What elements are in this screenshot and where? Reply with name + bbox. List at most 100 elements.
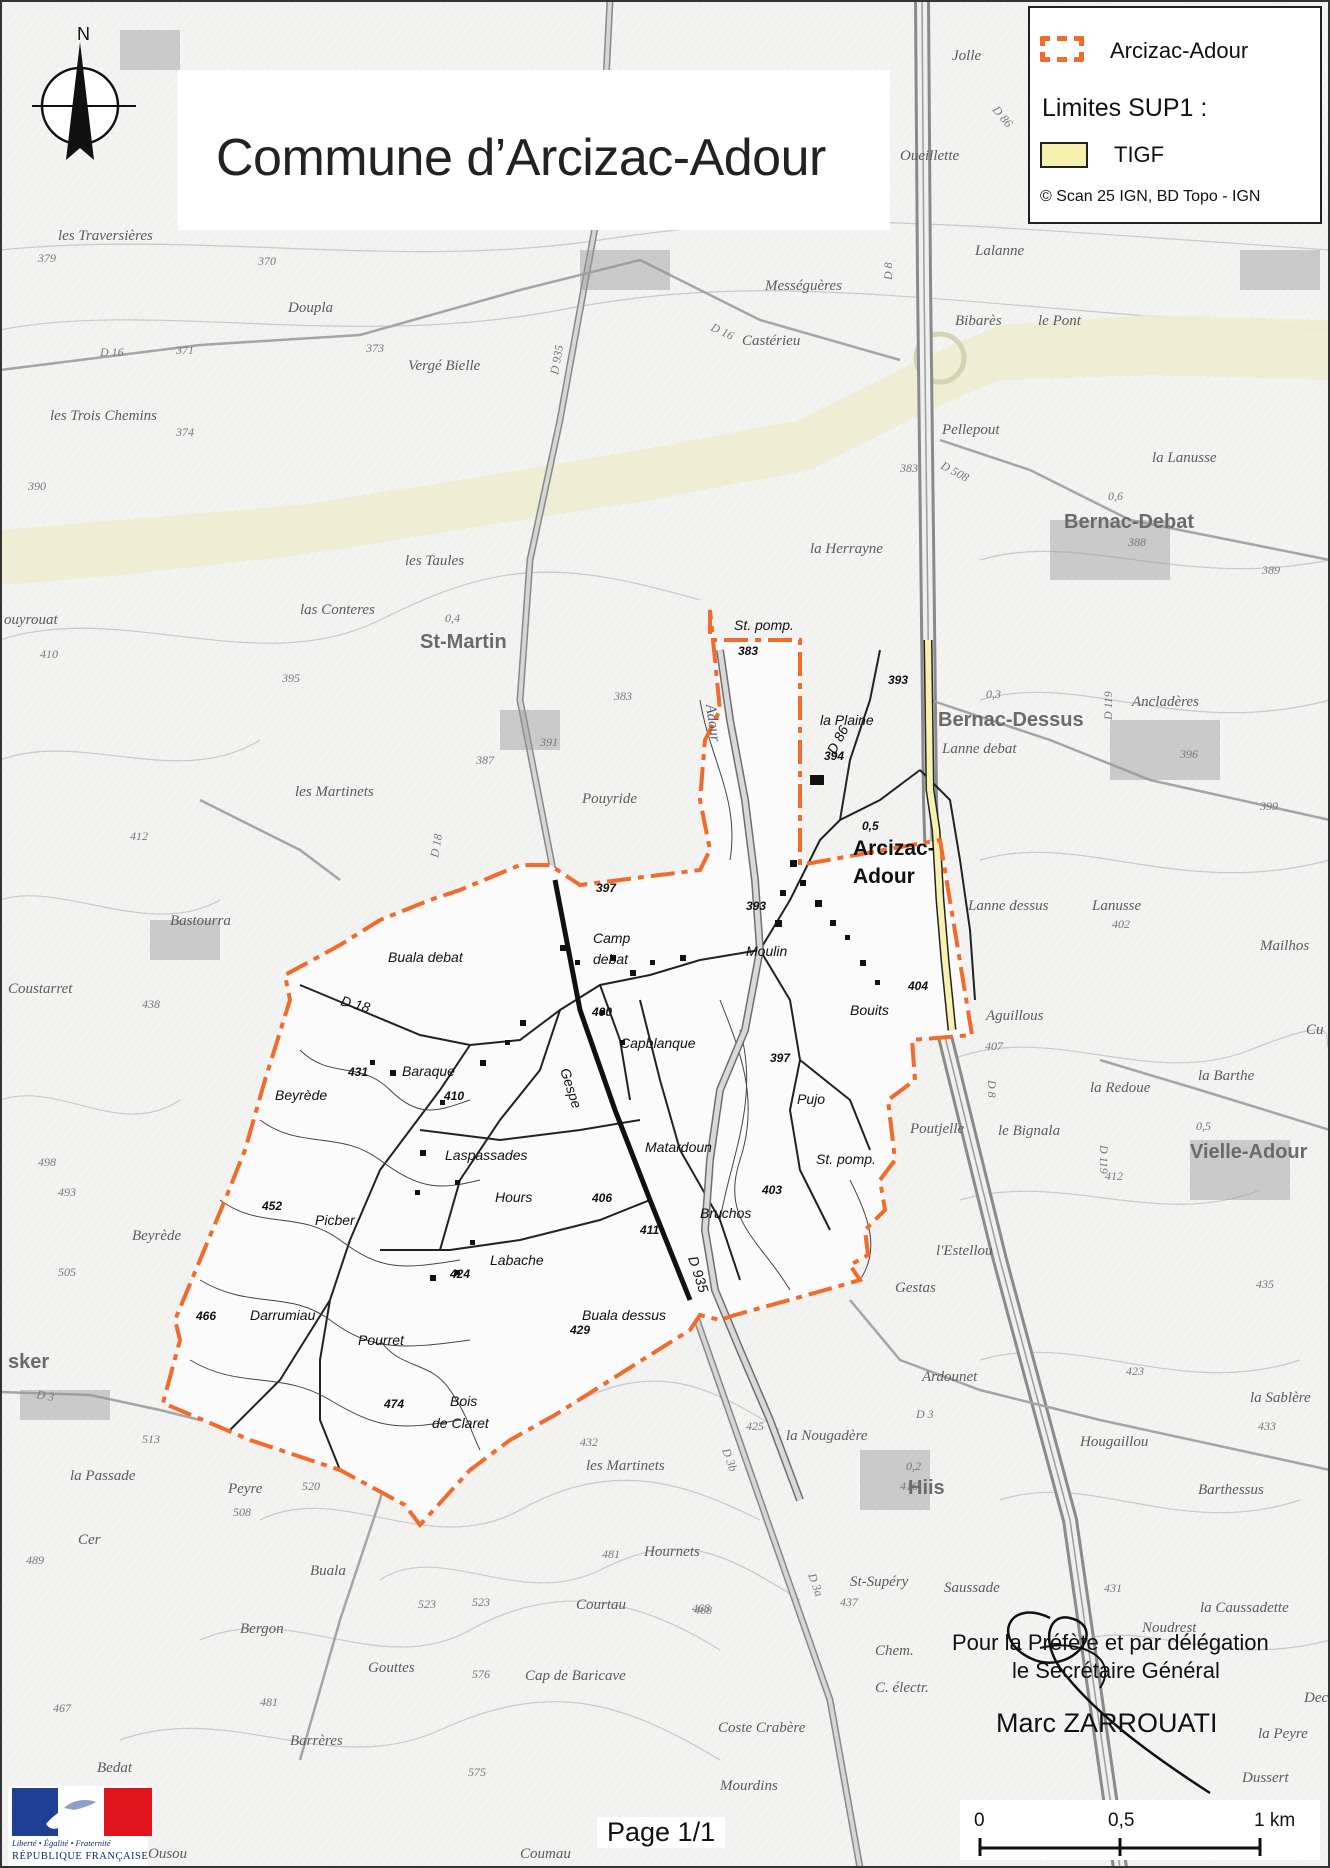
- adour-river: [700, 649, 804, 1502]
- svg-text:399: 399: [1259, 799, 1278, 813]
- marianne-republic: RÉPUBLIQUE FRANÇAISE: [12, 1851, 149, 1862]
- town-label: Bernac-Dessus: [938, 709, 1084, 731]
- town-label: Vielle-Adour: [1190, 1141, 1308, 1163]
- place-label: Coustarret: [8, 981, 73, 997]
- commune-place-label: Buala debat: [388, 949, 464, 965]
- place-label: St-Supéry: [850, 1574, 909, 1590]
- place-label: Mességuères: [764, 278, 842, 294]
- place-label: Saussade: [944, 1580, 1000, 1596]
- place-label: Lanne debat: [941, 741, 1017, 757]
- scale-mid: 0,5: [1108, 1810, 1135, 1831]
- place-label: Noudrest: [1141, 1620, 1197, 1636]
- svg-text:481: 481: [602, 1547, 620, 1561]
- place-label: Dussert: [1241, 1770, 1290, 1786]
- place-label: sker: [8, 1351, 49, 1373]
- place-label: Oueillette: [900, 148, 959, 164]
- town-meta: 0,3: [986, 687, 1001, 701]
- place-label: Pellepout: [941, 422, 1000, 438]
- commune-place-label: St. pomp.: [734, 617, 794, 633]
- legend-commune-label: Arcizac-Adour: [1110, 38, 1249, 63]
- marianne-motto: Liberté • Égalité • Fraternité: [12, 1838, 111, 1848]
- place-label: la Peyre: [1258, 1726, 1308, 1742]
- commune-altitude-labels: 383 393 394 397 393 400 431 410 397 404 …: [195, 644, 928, 1411]
- svg-text:576: 576: [472, 1667, 490, 1681]
- place-label: la Lanusse: [1152, 450, 1217, 466]
- signatory-name: Marc ZARROUATI: [996, 1708, 1218, 1738]
- commune-town-label: Arcizac- Adour 0,5: [853, 819, 935, 888]
- svg-text:397: 397: [596, 881, 617, 895]
- svg-text:435: 435: [1256, 1277, 1274, 1291]
- svg-text:423: 423: [1126, 1364, 1144, 1378]
- road-label: D 119: [1101, 691, 1115, 721]
- svg-text:391: 391: [539, 735, 558, 749]
- svg-text:394: 394: [824, 749, 844, 763]
- svg-text:433: 433: [1258, 1419, 1276, 1433]
- road-label: D 18: [339, 992, 372, 1015]
- secondary-roads: [0, 258, 1330, 1761]
- place-label: l'Estellou: [936, 1243, 993, 1259]
- svg-text:452: 452: [261, 1199, 282, 1213]
- commune-town-meta: 0,5: [862, 819, 879, 833]
- place-label: Lalanne: [974, 243, 1025, 259]
- road-label: D 935: [547, 344, 566, 377]
- commune-place-label: la Plaine: [820, 712, 874, 728]
- place-label: Chem.: [875, 1643, 914, 1659]
- north-arrow-icon: N: [32, 24, 136, 160]
- place-label: Castérieu: [742, 333, 800, 349]
- commune-place-label: Darrumiau: [250, 1307, 316, 1323]
- commune-place-label: Bois: [450, 1393, 477, 1409]
- commune-place-label: Pujo: [797, 1091, 825, 1107]
- town-meta: 0,4: [445, 611, 460, 625]
- svg-text:523: 523: [472, 1595, 490, 1609]
- road-label: D 18: [427, 833, 445, 860]
- svg-text:412: 412: [130, 829, 148, 843]
- place-label: Lanne dessus: [967, 898, 1049, 914]
- svg-text:410: 410: [40, 647, 58, 661]
- town-labels: St-Martin Bernac-Debat Bernac-Dessus Vie…: [420, 489, 1308, 1499]
- place-label: Doupla: [287, 300, 333, 316]
- town-meta: 0,2: [906, 1459, 921, 1473]
- commune-place-label: Bruchos: [700, 1205, 751, 1221]
- town-meta: 0,5: [1196, 1119, 1211, 1133]
- scale-bar: 0 0,5 1 km: [960, 1800, 1320, 1860]
- svg-text:402: 402: [1112, 917, 1130, 931]
- place-label: Gestas: [895, 1280, 936, 1296]
- town-meta: 0,6: [1108, 489, 1123, 503]
- place-label: les Martinets: [586, 1458, 665, 1474]
- svg-text:393: 393: [746, 899, 766, 913]
- place-label: Mourdins: [719, 1778, 778, 1794]
- marianne-logo: Liberté • Égalité • Fraternité RÉPUBLIQU…: [8, 1786, 152, 1866]
- place-label: Ardounet: [921, 1369, 978, 1385]
- svg-text:370: 370: [257, 254, 276, 268]
- handwritten-signature: [1007, 1611, 1211, 1795]
- commune-place-label: Bouits: [850, 1002, 889, 1018]
- place-label: Hournets: [643, 1544, 700, 1560]
- place-label: les Traversières: [58, 228, 153, 244]
- svg-text:505: 505: [58, 1265, 76, 1279]
- commune-place-label: Pourret: [358, 1332, 405, 1348]
- river-label: Adour: [702, 702, 723, 743]
- svg-text:388: 388: [1127, 535, 1146, 549]
- commune-town-line: Arcizac-: [853, 837, 935, 860]
- svg-text:466: 466: [195, 1309, 216, 1323]
- road-label: D 119: [1097, 1144, 1111, 1174]
- place-label: Cu: [1306, 1022, 1324, 1038]
- commune-place-label: Camp: [593, 930, 631, 946]
- outside-place-labels: les Traversières Doupla Vergé Bielle les…: [4, 48, 1328, 1862]
- svg-text:407: 407: [985, 1039, 1004, 1053]
- place-label: la Herrayne: [810, 541, 883, 557]
- commune-place-label: Moulin: [746, 943, 787, 959]
- scale-zero: 0: [974, 1810, 985, 1831]
- title-panel: Commune d’Arcizac-Adour: [178, 70, 890, 230]
- building-clusters: [20, 30, 1320, 1510]
- svg-text:416: 416: [900, 1479, 918, 1493]
- place-label: ouyrouat: [4, 612, 58, 628]
- place-label: Vergé Bielle: [408, 358, 481, 374]
- place-label: Ancladères: [1131, 694, 1199, 710]
- commune-swatch: [1040, 36, 1084, 62]
- scale-ruler: [978, 1838, 1262, 1856]
- place-label: les Taules: [405, 553, 464, 569]
- svg-text:411: 411: [639, 1223, 659, 1237]
